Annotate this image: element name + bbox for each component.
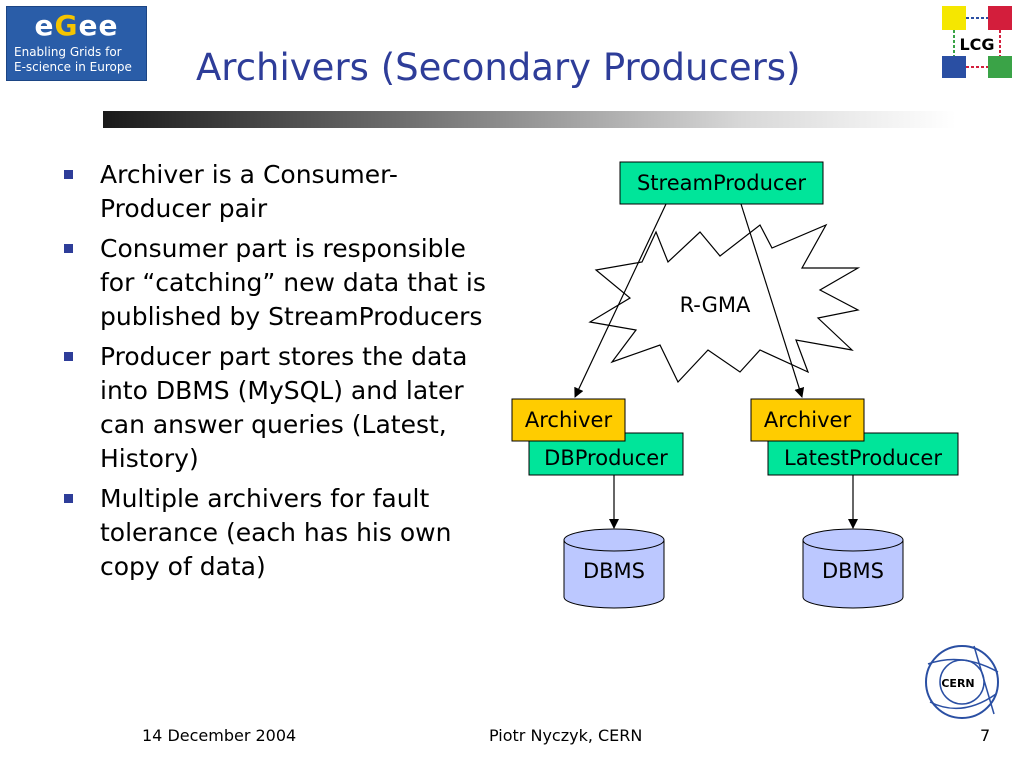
bullet-square-icon [64, 170, 73, 179]
archiver-left-box [511, 398, 626, 442]
lcg-logo: LCG [942, 6, 1012, 78]
bullet-list: Archiver is a Consumer-Producer pair Con… [62, 158, 492, 590]
arrow-stream-to-archiver-right [740, 203, 805, 398]
footer-author: Piotr Nyczyk, CERN [489, 726, 643, 745]
latest-producer-label: LatestProducer [784, 446, 942, 470]
cern-logo-text: CERN [941, 677, 974, 690]
bullet-item: Archiver is a Consumer-Producer pair [62, 158, 492, 226]
archiver-right-box [750, 398, 865, 442]
db-producer-label: DBProducer [544, 446, 668, 470]
dbms-left-label: DBMS [582, 559, 646, 583]
dbms-left-cylinder [563, 528, 665, 609]
egee-wordmark: eGee [34, 9, 119, 42]
rgma-cloud-label: R-GMA [679, 293, 751, 317]
stream-producer-box [619, 161, 824, 205]
egee-logo: eGee Enabling Grids for E-science in Eur… [6, 6, 147, 81]
rgma-cloud-shape [588, 223, 861, 384]
dbms-right-cylinder [802, 528, 904, 609]
slide-title: Archivers (Secondary Producers) [196, 46, 801, 89]
bullet-square-icon [64, 352, 73, 361]
dbms-right-label: DBMS [821, 559, 885, 583]
arrow-stream-to-archiver-left [574, 203, 667, 398]
bullet-item: Producer part stores the data into DBMS … [62, 340, 492, 476]
bullet-item: Multiple archivers for fault tolerance (… [62, 482, 492, 584]
title-divider-bar [103, 111, 956, 128]
archiver-left-label: Archiver [524, 408, 613, 432]
egee-tagline: Enabling Grids for E-science in Europe [14, 45, 132, 74]
footer-date: 14 December 2004 [142, 726, 297, 745]
bullet-square-icon [64, 494, 73, 503]
archiver-right-label: Archiver [763, 408, 852, 432]
lcg-logo-text: LCG [959, 35, 994, 54]
stream-producer-label: StreamProducer [636, 171, 807, 195]
cern-logo: CERN [925, 645, 999, 719]
bullet-square-icon [64, 244, 73, 253]
bullet-item: Consumer part is responsible for “catchi… [62, 232, 492, 334]
footer-page-number: 7 [980, 726, 991, 745]
